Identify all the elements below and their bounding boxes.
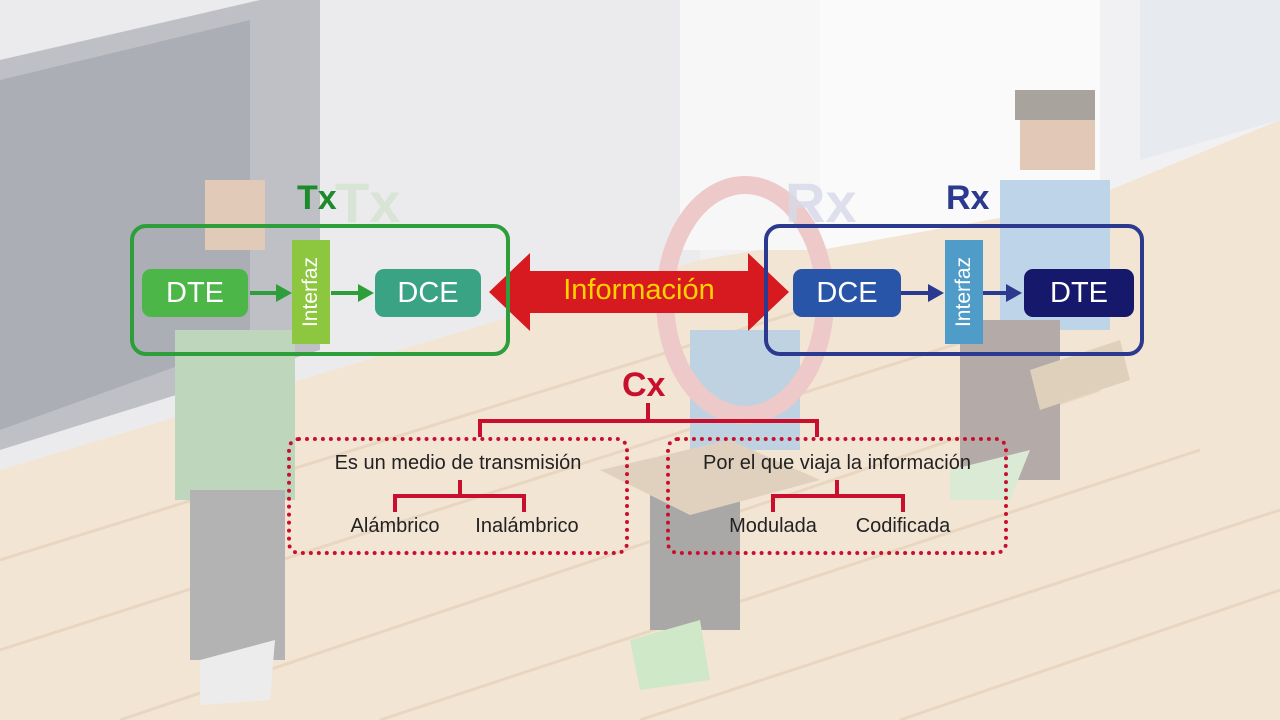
- medium-title: Es un medio de transmisión: [334, 452, 582, 474]
- medium-dotted-box: [287, 437, 629, 555]
- signal-option-coded: Codificada: [855, 515, 951, 537]
- rx-interface-bar: Interfaz: [945, 240, 983, 344]
- information-label: Información: [563, 274, 715, 306]
- tx-interface-bar: Interfaz: [292, 240, 330, 344]
- rx-interface-label: Interfaz: [952, 256, 976, 328]
- svg-text:Rx: Rx: [785, 171, 857, 234]
- information-double-arrow: [489, 253, 789, 331]
- rx-group-frame: [764, 224, 1144, 356]
- signal-option-modulated: Modulada: [729, 515, 817, 537]
- tx-dce-box: DCE: [375, 269, 481, 317]
- medium-option-wireless: Inalámbrico: [475, 515, 579, 537]
- svg-text:Tx: Tx: [335, 171, 400, 234]
- signal-title: Por el que viaja la información: [703, 452, 971, 474]
- signal-dotted-box: [666, 437, 1008, 555]
- rx-label: Rx: [946, 179, 990, 217]
- tx-dte-box: DTE: [142, 269, 248, 317]
- rx-dte-box: DTE: [1024, 269, 1134, 317]
- medium-option-wired: Alámbrico: [350, 515, 440, 537]
- rx-dce-box: DCE: [793, 269, 901, 317]
- cx-label: Cx: [622, 366, 666, 404]
- tx-label: Tx: [297, 179, 337, 217]
- tx-group-frame: [130, 224, 510, 356]
- tx-interface-label: Interfaz: [299, 256, 323, 328]
